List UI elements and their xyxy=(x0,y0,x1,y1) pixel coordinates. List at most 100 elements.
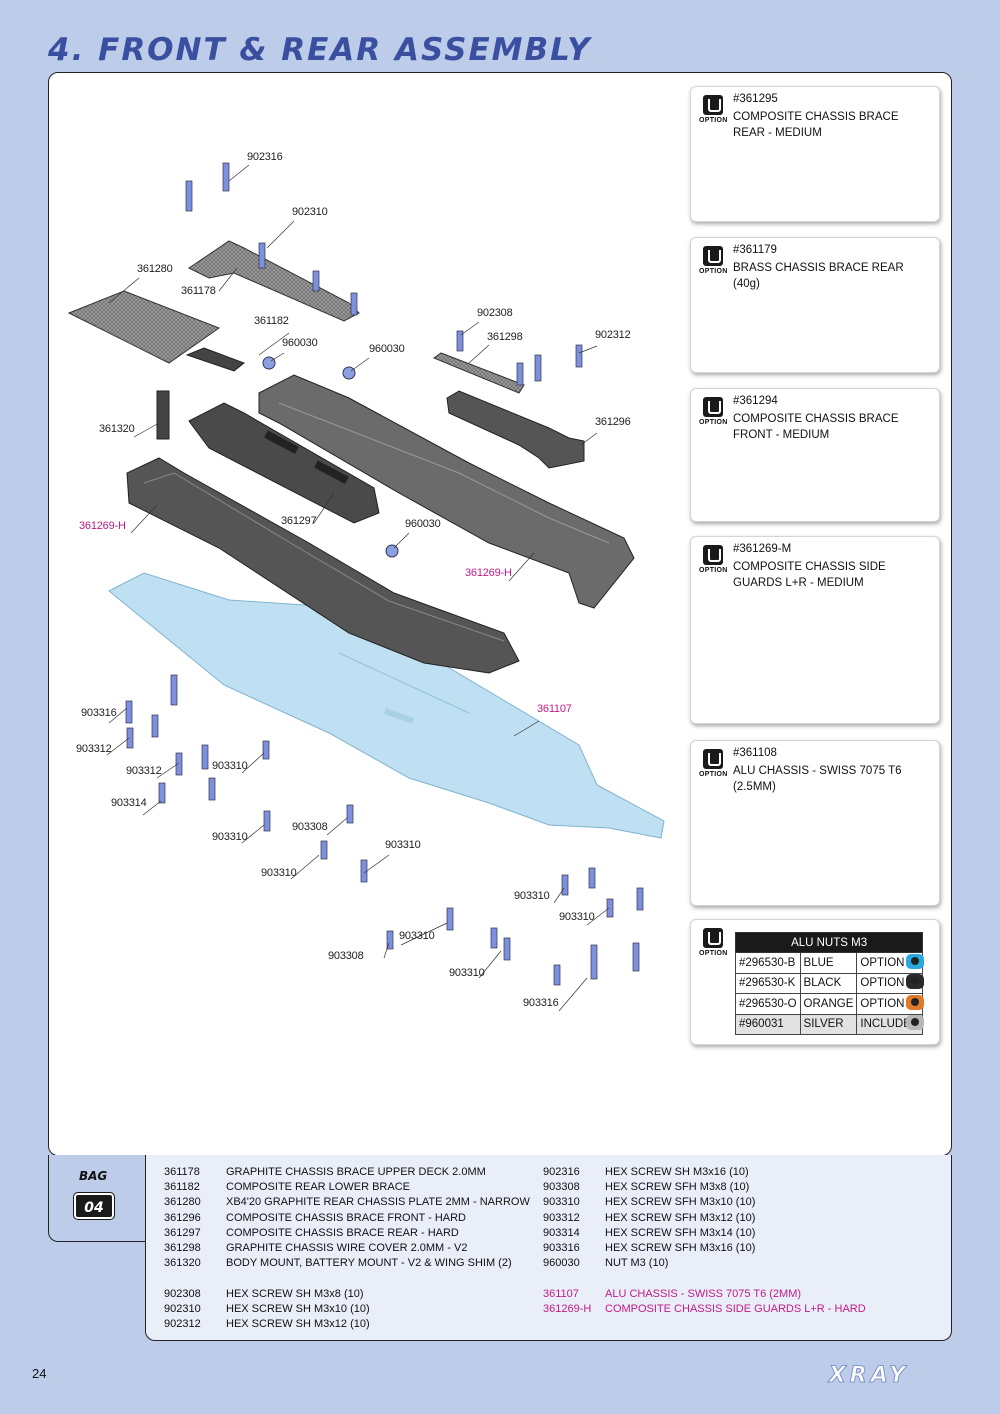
alu-chassis-part xyxy=(108,572,665,839)
nut-black-icon xyxy=(906,974,924,989)
callout-903312-a: 903312 xyxy=(76,743,112,755)
rear-brace-part xyxy=(188,402,380,524)
alu-nuts-title: ALU NUTS M3 xyxy=(734,932,924,953)
callout-361320: 361320 xyxy=(99,423,135,435)
callout-361178: 361178 xyxy=(181,285,216,297)
option-box-361294: OPTION #361294 COMPOSITE CHASSIS BRACE F… xyxy=(690,388,940,522)
side-guard-left-part xyxy=(126,457,520,674)
option-name: BRASS CHASSIS BRACE REAR (40g) xyxy=(733,262,904,290)
page-title: 4. FRONT & REAR ASSEMBLY xyxy=(48,32,592,68)
callout-960030-c: 960030 xyxy=(405,518,441,530)
callout-903308-a: 903308 xyxy=(292,821,328,833)
thumbs-up-icon: OPTION xyxy=(699,95,727,129)
option-name: COMPOSITE CHASSIS BRACE FRONT - MEDIUM xyxy=(733,413,899,441)
side-guard-right-part xyxy=(258,374,635,609)
callout-361182: 361182 xyxy=(254,315,289,327)
page-number: 24 xyxy=(32,1366,47,1381)
callout-361298: 361298 xyxy=(487,331,523,343)
option-code: #361294 xyxy=(733,395,778,407)
bag-label: BAG xyxy=(79,1169,108,1183)
callout-903316-a: 903316 xyxy=(81,707,117,719)
option-code: #361269-M xyxy=(733,543,792,555)
callout-903312-b: 903312 xyxy=(126,765,162,777)
xray-logo: XRAY xyxy=(826,1363,909,1389)
callout-903316-b: 903316 xyxy=(523,997,559,1009)
option-code: #361179 xyxy=(733,244,777,256)
nut-960030 xyxy=(385,544,399,558)
bag-number: 04 xyxy=(73,1192,115,1220)
nut-silver-icon xyxy=(906,1015,924,1030)
callout-903310-e: 903310 xyxy=(514,890,550,902)
callout-960030-a: 960030 xyxy=(282,337,318,349)
rear-plate-part xyxy=(67,290,221,364)
callout-903310-a: 903310 xyxy=(212,760,248,772)
thumbs-up-icon: OPTION xyxy=(699,749,727,783)
front-brace-part xyxy=(446,390,585,469)
thumbs-up-icon: OPTION xyxy=(699,246,727,280)
option-box-361269m: OPTION #361269-M COMPOSITE CHASSIS SIDE … xyxy=(690,536,940,724)
callout-361107: 361107 xyxy=(537,703,572,715)
callout-902308: 902308 xyxy=(477,307,513,319)
callout-361269h-b: 361269-H xyxy=(465,567,512,579)
callout-361280: 361280 xyxy=(137,263,173,275)
option-box-361179: OPTION #361179 BRASS CHASSIS BRACE REAR … xyxy=(690,237,940,373)
callout-902316: 902316 xyxy=(247,151,283,163)
body-mount-part xyxy=(156,390,170,440)
callout-902310: 902310 xyxy=(292,206,328,218)
callout-960030-b: 960030 xyxy=(369,343,405,355)
nut-orange-icon xyxy=(906,995,924,1010)
option-code: #361108 xyxy=(733,747,777,759)
thumbs-up-icon: OPTION xyxy=(699,397,727,431)
callout-903310-c: 903310 xyxy=(261,867,297,879)
callout-361296: 361296 xyxy=(595,416,631,428)
wire-cover-part xyxy=(432,352,525,394)
upper-deck-part xyxy=(188,240,360,322)
leader-lines xyxy=(106,164,610,1012)
callout-361269h-a: 361269-H xyxy=(79,520,126,532)
nut-blue-icon xyxy=(906,954,924,969)
thumbs-up-icon: OPTION xyxy=(699,928,727,962)
option-code: #361295 xyxy=(733,93,778,105)
callout-903310-h: 903310 xyxy=(449,967,485,979)
callout-903308-b: 903308 xyxy=(328,950,364,962)
callout-903310-f: 903310 xyxy=(559,911,595,923)
callout-903310-b: 903310 xyxy=(212,831,248,843)
option-box-361108: OPTION #361108 ALU CHASSIS - SWISS 7075 … xyxy=(690,740,940,906)
callout-902312: 902312 xyxy=(595,329,631,341)
nut-960030 xyxy=(262,356,276,370)
option-box-361295: OPTION #361295 COMPOSITE CHASSIS BRACE R… xyxy=(690,86,940,222)
nut-960030 xyxy=(342,366,356,380)
brand-name: XRAY xyxy=(827,1363,909,1388)
option-name: COMPOSITE CHASSIS BRACE REAR - MEDIUM xyxy=(733,111,899,139)
callout-361297: 361297 xyxy=(281,515,317,527)
callout-903314: 903314 xyxy=(111,797,147,809)
option-name: COMPOSITE CHASSIS SIDE GUARDS L+R - MEDI… xyxy=(733,561,886,589)
thumbs-up-icon: OPTION xyxy=(699,545,727,579)
callout-903310-g: 903310 xyxy=(399,930,435,942)
